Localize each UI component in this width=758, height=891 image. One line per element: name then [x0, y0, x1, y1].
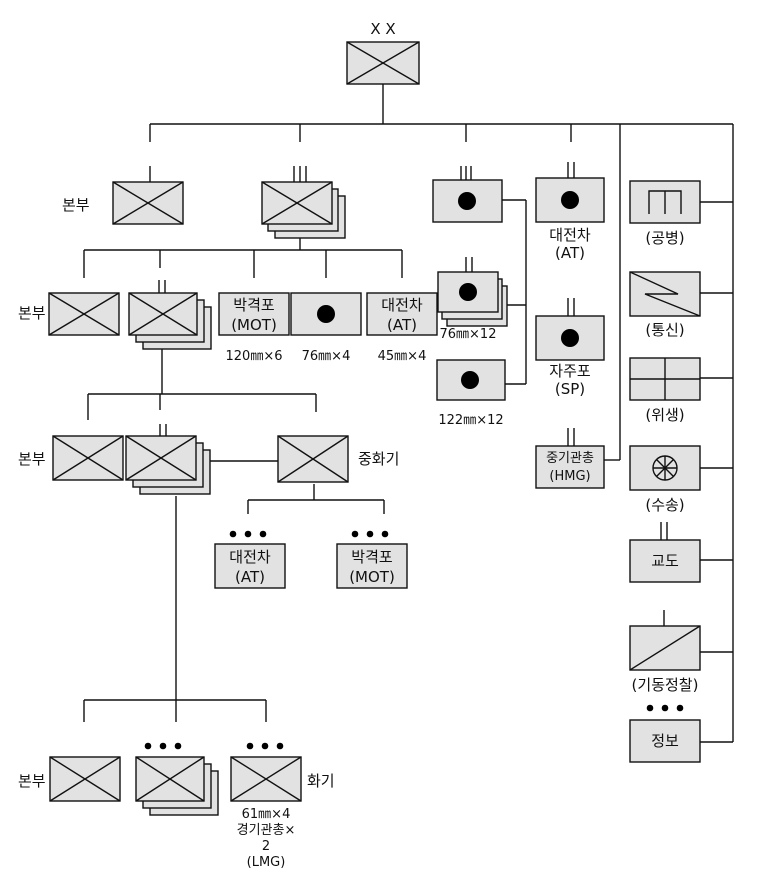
- recon-box: [629, 625, 701, 671]
- company-mortar-abbr: (MOT): [349, 568, 395, 586]
- regiment-hq-box: [112, 181, 184, 225]
- company-hq-box: [52, 435, 124, 481]
- training-unit: 교도: [629, 539, 701, 583]
- heavy-weapons-label: 중화기: [358, 450, 399, 468]
- signal-label: (통신): [645, 321, 684, 339]
- signal-box: [629, 271, 701, 317]
- antitank-name: 대전차: [381, 296, 423, 314]
- antitank-unit: 대전차 (AT): [366, 292, 438, 336]
- division-box: [346, 41, 420, 85]
- artillery-spec: 76㎜×4: [302, 349, 351, 364]
- battalion-stack: [261, 181, 346, 239]
- artillery-spec-2: 122㎜×12: [438, 413, 503, 428]
- platoon-hq-label: 본부: [18, 772, 46, 790]
- battalion-hq-box: [48, 292, 120, 336]
- platoon-stack: [125, 435, 211, 495]
- intel-unit: 정보: [629, 719, 701, 763]
- sp-abbr: (SP): [555, 380, 585, 398]
- company-antitank-abbr: (AT): [235, 568, 265, 586]
- transport-box: [629, 445, 701, 491]
- center-antitank-box: [535, 177, 605, 223]
- fire-squad-box: [230, 756, 302, 802]
- mortar-spec: 120㎜×6: [226, 349, 283, 364]
- howitzer-box: [436, 359, 506, 401]
- dots-icon: [144, 742, 182, 750]
- company-mortar-name: 박격포: [351, 548, 393, 566]
- wheel-icon: [652, 455, 678, 481]
- company-stack: [128, 292, 212, 350]
- hmg-name: 중기관총: [546, 451, 594, 466]
- sp-box: [535, 315, 605, 361]
- hmg-abbr: (HMG): [549, 469, 590, 484]
- hmg-unit: 중기관총 (HMG): [535, 445, 605, 489]
- company-mortar-unit: 박격포 (MOT): [336, 543, 408, 589]
- antitank-spec: 45㎜×4: [378, 349, 427, 364]
- training-label: 교도: [651, 552, 679, 570]
- antitank-abbr: (AT): [387, 316, 417, 334]
- fire-spec-line1: 61㎜×4: [242, 807, 291, 822]
- fire-spec-line2: 경기관총×: [237, 823, 296, 838]
- fire-spec-line4: (LMG): [247, 855, 286, 870]
- company-antitank-name: 대전차: [229, 548, 271, 566]
- medical-box: [629, 357, 701, 401]
- center-antitank-abbr: (AT): [555, 244, 585, 262]
- battalion-hq-label: 본부: [18, 304, 46, 322]
- intel-label: 정보: [651, 732, 679, 750]
- fire-spec-line3: 2: [262, 839, 270, 854]
- regiment-hq-label: 본부: [62, 196, 90, 214]
- platoon-hq-box: [49, 756, 121, 802]
- artillery-unit: [290, 292, 362, 336]
- medical-label: (위생): [645, 406, 684, 424]
- mortar-unit: 박격포 (MOT): [218, 292, 290, 336]
- mortar-abbr: (MOT): [231, 316, 277, 334]
- division-echelon: X X: [370, 20, 395, 38]
- company-hq-label: 본부: [18, 450, 46, 468]
- heavy-weapons-box: [277, 435, 349, 483]
- dots-icon: [229, 530, 267, 538]
- squad-stack: [135, 756, 219, 816]
- engineer-label: (공병): [645, 229, 684, 247]
- dots-icon: [246, 742, 284, 750]
- dots-icon: [351, 530, 389, 538]
- sp-name: 자주포: [549, 362, 591, 380]
- artillery-regiment-box: [432, 179, 503, 223]
- fire-squad-label: 화기: [307, 772, 335, 790]
- connector-lines: [83, 84, 734, 743]
- recon-label: (기동정찰): [632, 676, 699, 694]
- artillery-spec-1: 76㎜×12: [440, 327, 497, 342]
- center-antitank-name: 대전차: [549, 226, 591, 244]
- dots-icon: [646, 704, 684, 712]
- company-antitank-unit: 대전차 (AT): [214, 543, 286, 589]
- mortar-name: 박격포: [233, 296, 275, 314]
- engineer-box: [629, 180, 701, 224]
- transport-label: (수송): [645, 496, 684, 514]
- artillery-battalion-stack: [437, 271, 508, 327]
